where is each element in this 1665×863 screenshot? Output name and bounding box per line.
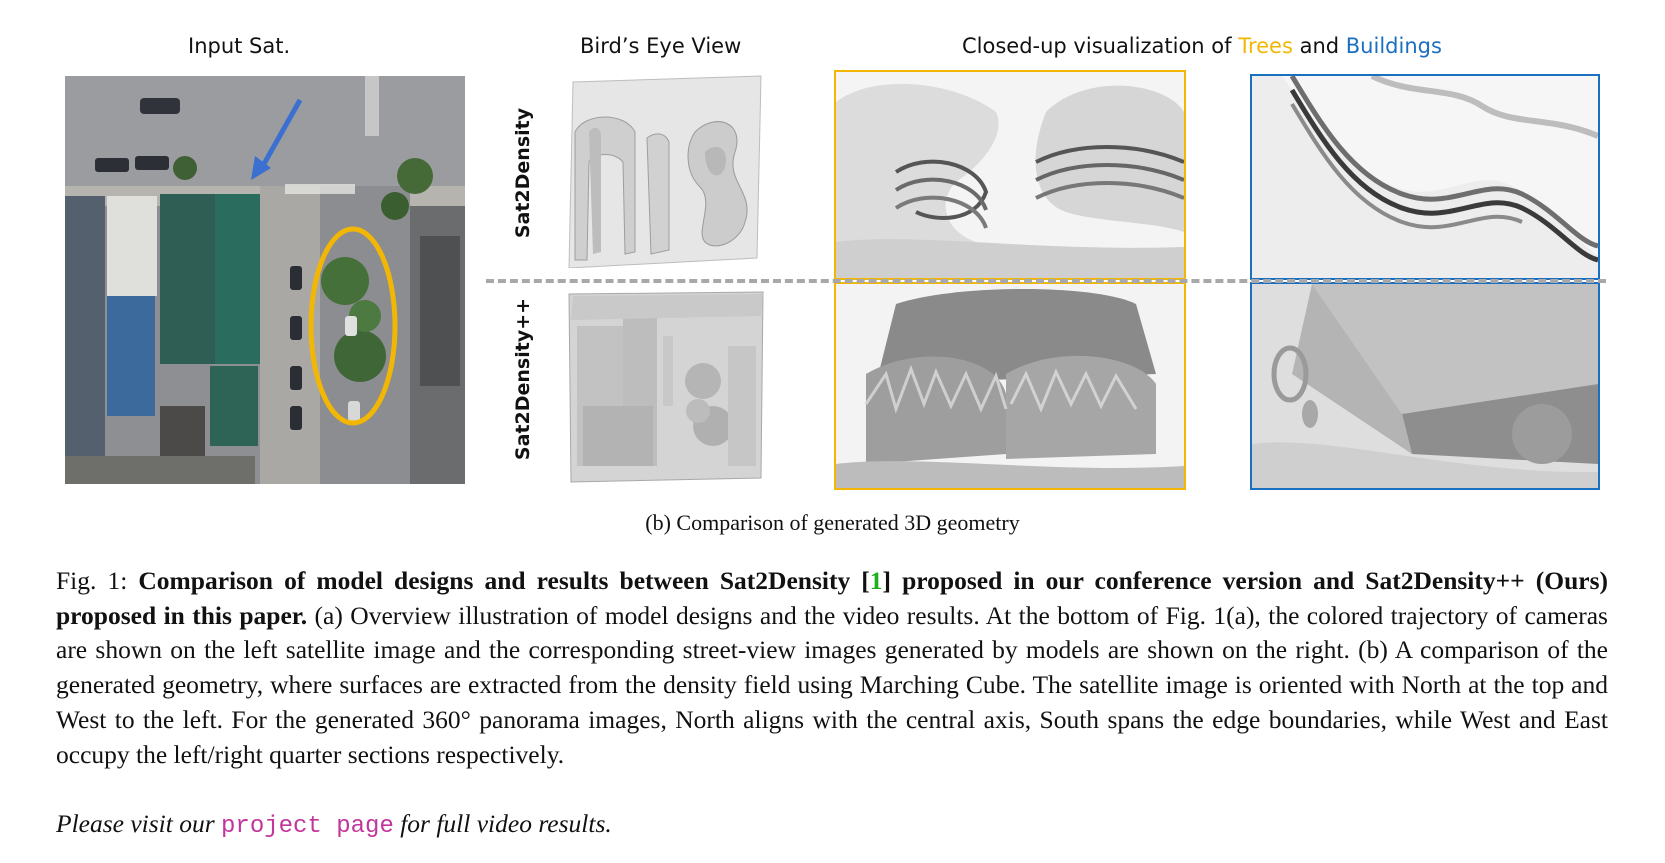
closed-up-header: Closed-up visualization of Trees and Bui…: [962, 34, 1442, 58]
closeup-trees-sat2density: [834, 70, 1186, 280]
input-sat-header: Input Sat.: [188, 34, 291, 58]
and-label: and: [1292, 34, 1346, 58]
figure-label: Fig. 1:: [56, 566, 139, 595]
caption-body: (a) Overview illustration of model desig…: [56, 600, 1608, 769]
caption-bold-part-2: ] proposed in our conference version and…: [56, 566, 1609, 630]
birds-eye-view-header: Bird’s Eye View: [580, 34, 742, 58]
figure-caption: Fig. 1: Comparison of model designs and …: [56, 564, 1608, 772]
birds-eye-sat2density-plus-plus: [563, 286, 767, 484]
row-separator-dashed-line: [486, 279, 1606, 283]
closed-up-prefix: Closed-up visualization of: [962, 34, 1239, 58]
visit-suffix: for full video results.: [393, 809, 612, 838]
visit-prefix: Please visit our: [56, 809, 222, 838]
citation-link[interactable]: 1: [869, 566, 883, 595]
birds-eye-sat2density: [565, 72, 765, 268]
row-label-sat2density-plus-plus: Sat2Density++: [512, 297, 534, 461]
subfigure-caption: (b) Comparison of generated 3D geometry: [645, 510, 1020, 535]
trees-label: Trees: [1238, 34, 1293, 58]
closeup-trees-sat2density-plus-plus: [834, 282, 1186, 490]
satellite-image: [65, 76, 465, 484]
closeup-buildings-sat2density-plus-plus: [1250, 282, 1600, 490]
project-page-link[interactable]: project page: [221, 813, 394, 840]
buildings-label: Buildings: [1345, 34, 1442, 58]
caption-bold-part-1: Comparison of model designs and results …: [138, 566, 870, 595]
row-label-sat2density: Sat2Density: [512, 107, 534, 239]
visit-project-line: Please visit our project page for full v…: [56, 809, 612, 840]
closeup-buildings-sat2density: [1250, 74, 1600, 280]
